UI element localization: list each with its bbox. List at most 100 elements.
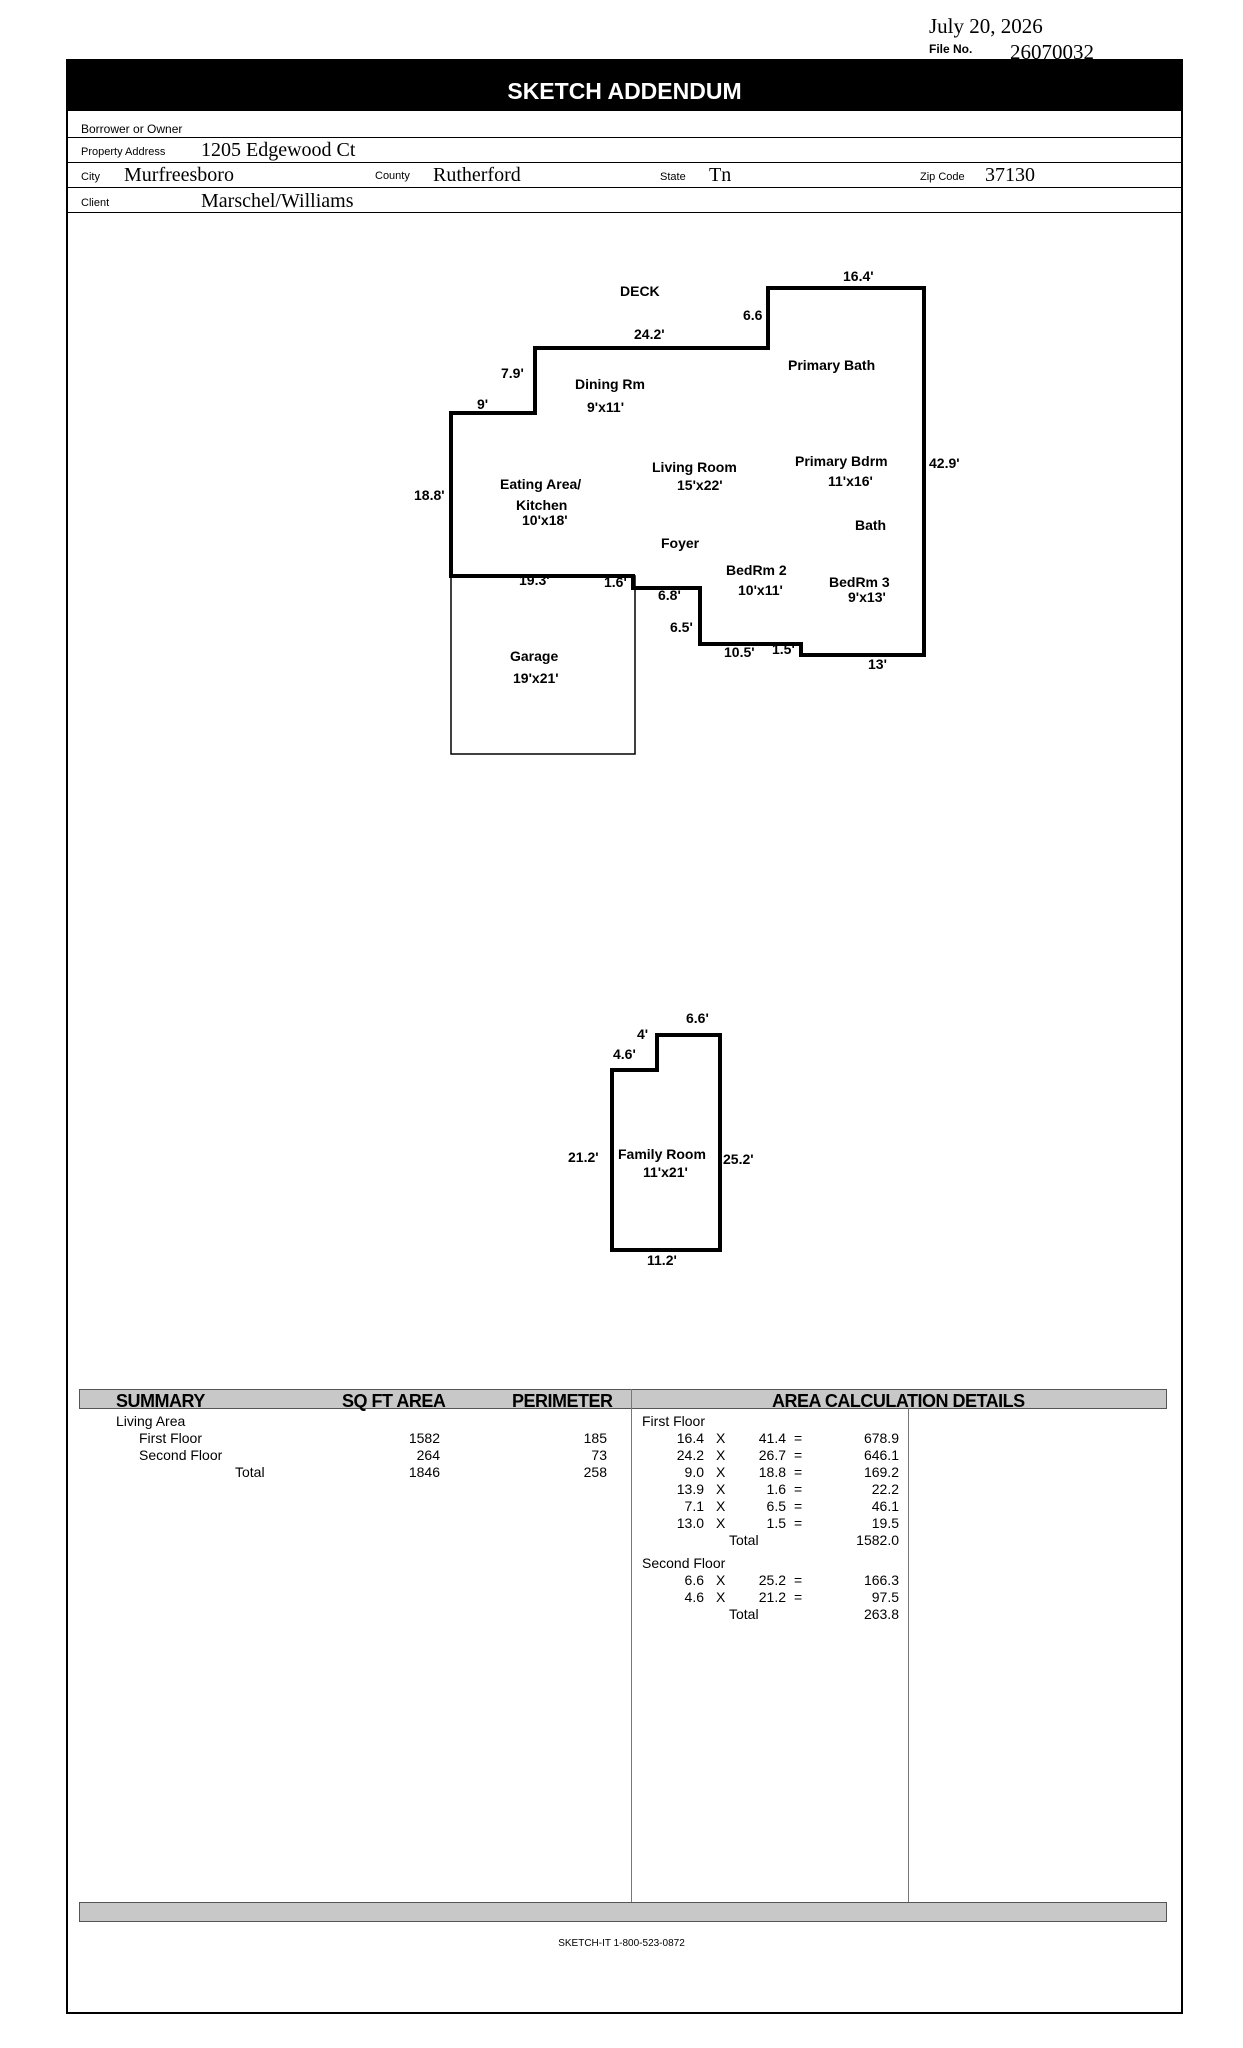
room-bedrm3: BedRm 3 <box>829 574 890 590</box>
client-value: Marschel/Williams <box>201 190 354 212</box>
calc-eq: = <box>794 1572 803 1588</box>
dim-label: 13' <box>868 656 887 672</box>
room-bath: Bath <box>855 517 886 533</box>
calc-x: X <box>716 1572 726 1588</box>
dim-label: 4' <box>637 1026 648 1042</box>
zip-label: Zip Code <box>920 171 965 183</box>
room-bedrm3-size: 9'x13' <box>848 589 886 605</box>
calc-a: 6.6 <box>684 1572 704 1588</box>
calc-x: X <box>716 1498 726 1514</box>
deck-label: DECK <box>620 283 660 299</box>
first-total-label: Total <box>729 1532 759 1548</box>
dim-label: 6.6 <box>743 307 763 323</box>
summary-row-perimeter: 73 <box>591 1447 607 1463</box>
calc-a: 7.1 <box>684 1498 704 1514</box>
sketch-footer: SKETCH-IT 1-800-523-0872 <box>558 1938 685 1949</box>
county-label: County <box>375 170 410 182</box>
summary-heading: SUMMARY <box>116 1391 205 1411</box>
dim-label: 9' <box>477 396 488 412</box>
summary-row-label: Second Floor <box>139 1447 223 1463</box>
room-dining: Dining Rm <box>575 376 645 392</box>
room-primary-bdrm-size: 11'x16' <box>828 473 873 489</box>
room-foyer: Foyer <box>661 535 700 551</box>
calc-b: 21.2 <box>758 1589 786 1605</box>
calc-x: X <box>716 1447 726 1463</box>
column-divider <box>631 1389 632 1902</box>
summary-footer-bar <box>79 1902 1167 1922</box>
state-value: Tn <box>709 164 732 186</box>
calc-b: 1.6 <box>766 1481 786 1497</box>
dim-label: 6.6' <box>686 1010 709 1026</box>
second-total-value: 263.8 <box>863 1606 899 1622</box>
borrower-label: Borrower or Owner <box>81 122 183 136</box>
calc-a: 13.9 <box>676 1481 704 1497</box>
living-area-label: Living Area <box>116 1413 186 1429</box>
calc-b: 18.8 <box>758 1464 786 1480</box>
first-floor-outline <box>449 286 926 657</box>
calc-a: 13.0 <box>676 1515 704 1531</box>
dim-label: 1.6' <box>604 574 627 590</box>
calc-x: X <box>716 1430 726 1446</box>
addendum-frame: SKETCH ADDENDUM Borrower or Owner Proper… <box>66 59 1183 2014</box>
address-label: Property Address <box>81 146 166 158</box>
county-value: Rutherford <box>433 164 521 186</box>
calc-x: X <box>716 1515 726 1531</box>
room-primary-bdrm: Primary Bdrm <box>795 453 888 469</box>
dim-label: 42.9' <box>929 455 960 471</box>
calc-b: 1.5 <box>766 1515 786 1531</box>
room-bedrm2: BedRm 2 <box>726 562 787 578</box>
calc-b: 26.7 <box>758 1447 786 1463</box>
room-living-size: 15'x22' <box>677 477 723 493</box>
calc-value: 22.2 <box>871 1481 899 1497</box>
room-primary-bath: Primary Bath <box>788 357 875 373</box>
calc-a: 9.0 <box>684 1464 704 1480</box>
file-no-label: File No. <box>929 42 973 56</box>
calc-x: X <box>716 1589 726 1605</box>
room-family-size: 11'x21' <box>643 1164 688 1180</box>
dim-label: 1.5' <box>772 641 795 657</box>
dim-label: 18.8' <box>414 487 445 503</box>
room-garage-size: 19'x21' <box>513 670 559 686</box>
column-divider <box>908 1409 909 1902</box>
calc-value: 646.1 <box>863 1447 899 1463</box>
calc-value: 169.2 <box>863 1464 899 1480</box>
calc-eq: = <box>794 1447 803 1463</box>
dim-label: 21.2' <box>568 1149 599 1165</box>
client-row: Client Marschel/Williams <box>68 188 1181 213</box>
summary-row-area: 1582 <box>408 1430 440 1446</box>
calc-b: 25.2 <box>758 1572 786 1588</box>
summary-row-perimeter: 258 <box>583 1464 607 1480</box>
city-value: Murfreesboro <box>124 164 234 186</box>
first-total-value: 1582.0 <box>856 1532 899 1548</box>
room-family: Family Room <box>618 1146 706 1162</box>
calc-value: 97.5 <box>871 1589 899 1605</box>
calc-b: 41.4 <box>758 1430 786 1446</box>
calc-eq: = <box>794 1589 803 1605</box>
summary-row-area: 264 <box>416 1447 440 1463</box>
zip-value: 37130 <box>985 164 1035 186</box>
dim-label: 4.6' <box>613 1046 636 1062</box>
calc-eq: = <box>794 1464 803 1480</box>
dim-label: 7.9' <box>501 365 524 381</box>
calc-value: 46.1 <box>871 1498 899 1514</box>
second-floor-label: Second Floor <box>642 1555 726 1571</box>
calc-value: 166.3 <box>863 1572 899 1588</box>
calc-a: 24.2 <box>676 1447 704 1463</box>
calc-value: 19.5 <box>871 1515 899 1531</box>
report-date: July 20, 2026 <box>929 14 1043 38</box>
summary-row-area: 1846 <box>408 1464 440 1480</box>
summary-header-bar: SUMMARY SQ FT AREA PERIMETER AREA CALCUL… <box>79 1389 1167 1411</box>
city-label: City <box>81 171 100 183</box>
page-title: SKETCH ADDENDUM <box>68 61 1181 111</box>
calc-x: X <box>716 1481 726 1497</box>
state-label: State <box>660 171 686 183</box>
dim-label: 11.2' <box>647 1252 677 1268</box>
summary-row-label: Total <box>235 1464 265 1480</box>
dim-label: 24.2' <box>634 326 665 342</box>
room-garage: Garage <box>510 648 558 664</box>
room-dining-size: 9'x11' <box>587 399 624 415</box>
city-row: City Murfreesboro County Rutherford Stat… <box>68 163 1181 188</box>
room-living: Living Room <box>652 459 737 475</box>
dim-label: 19.3' <box>519 572 550 588</box>
